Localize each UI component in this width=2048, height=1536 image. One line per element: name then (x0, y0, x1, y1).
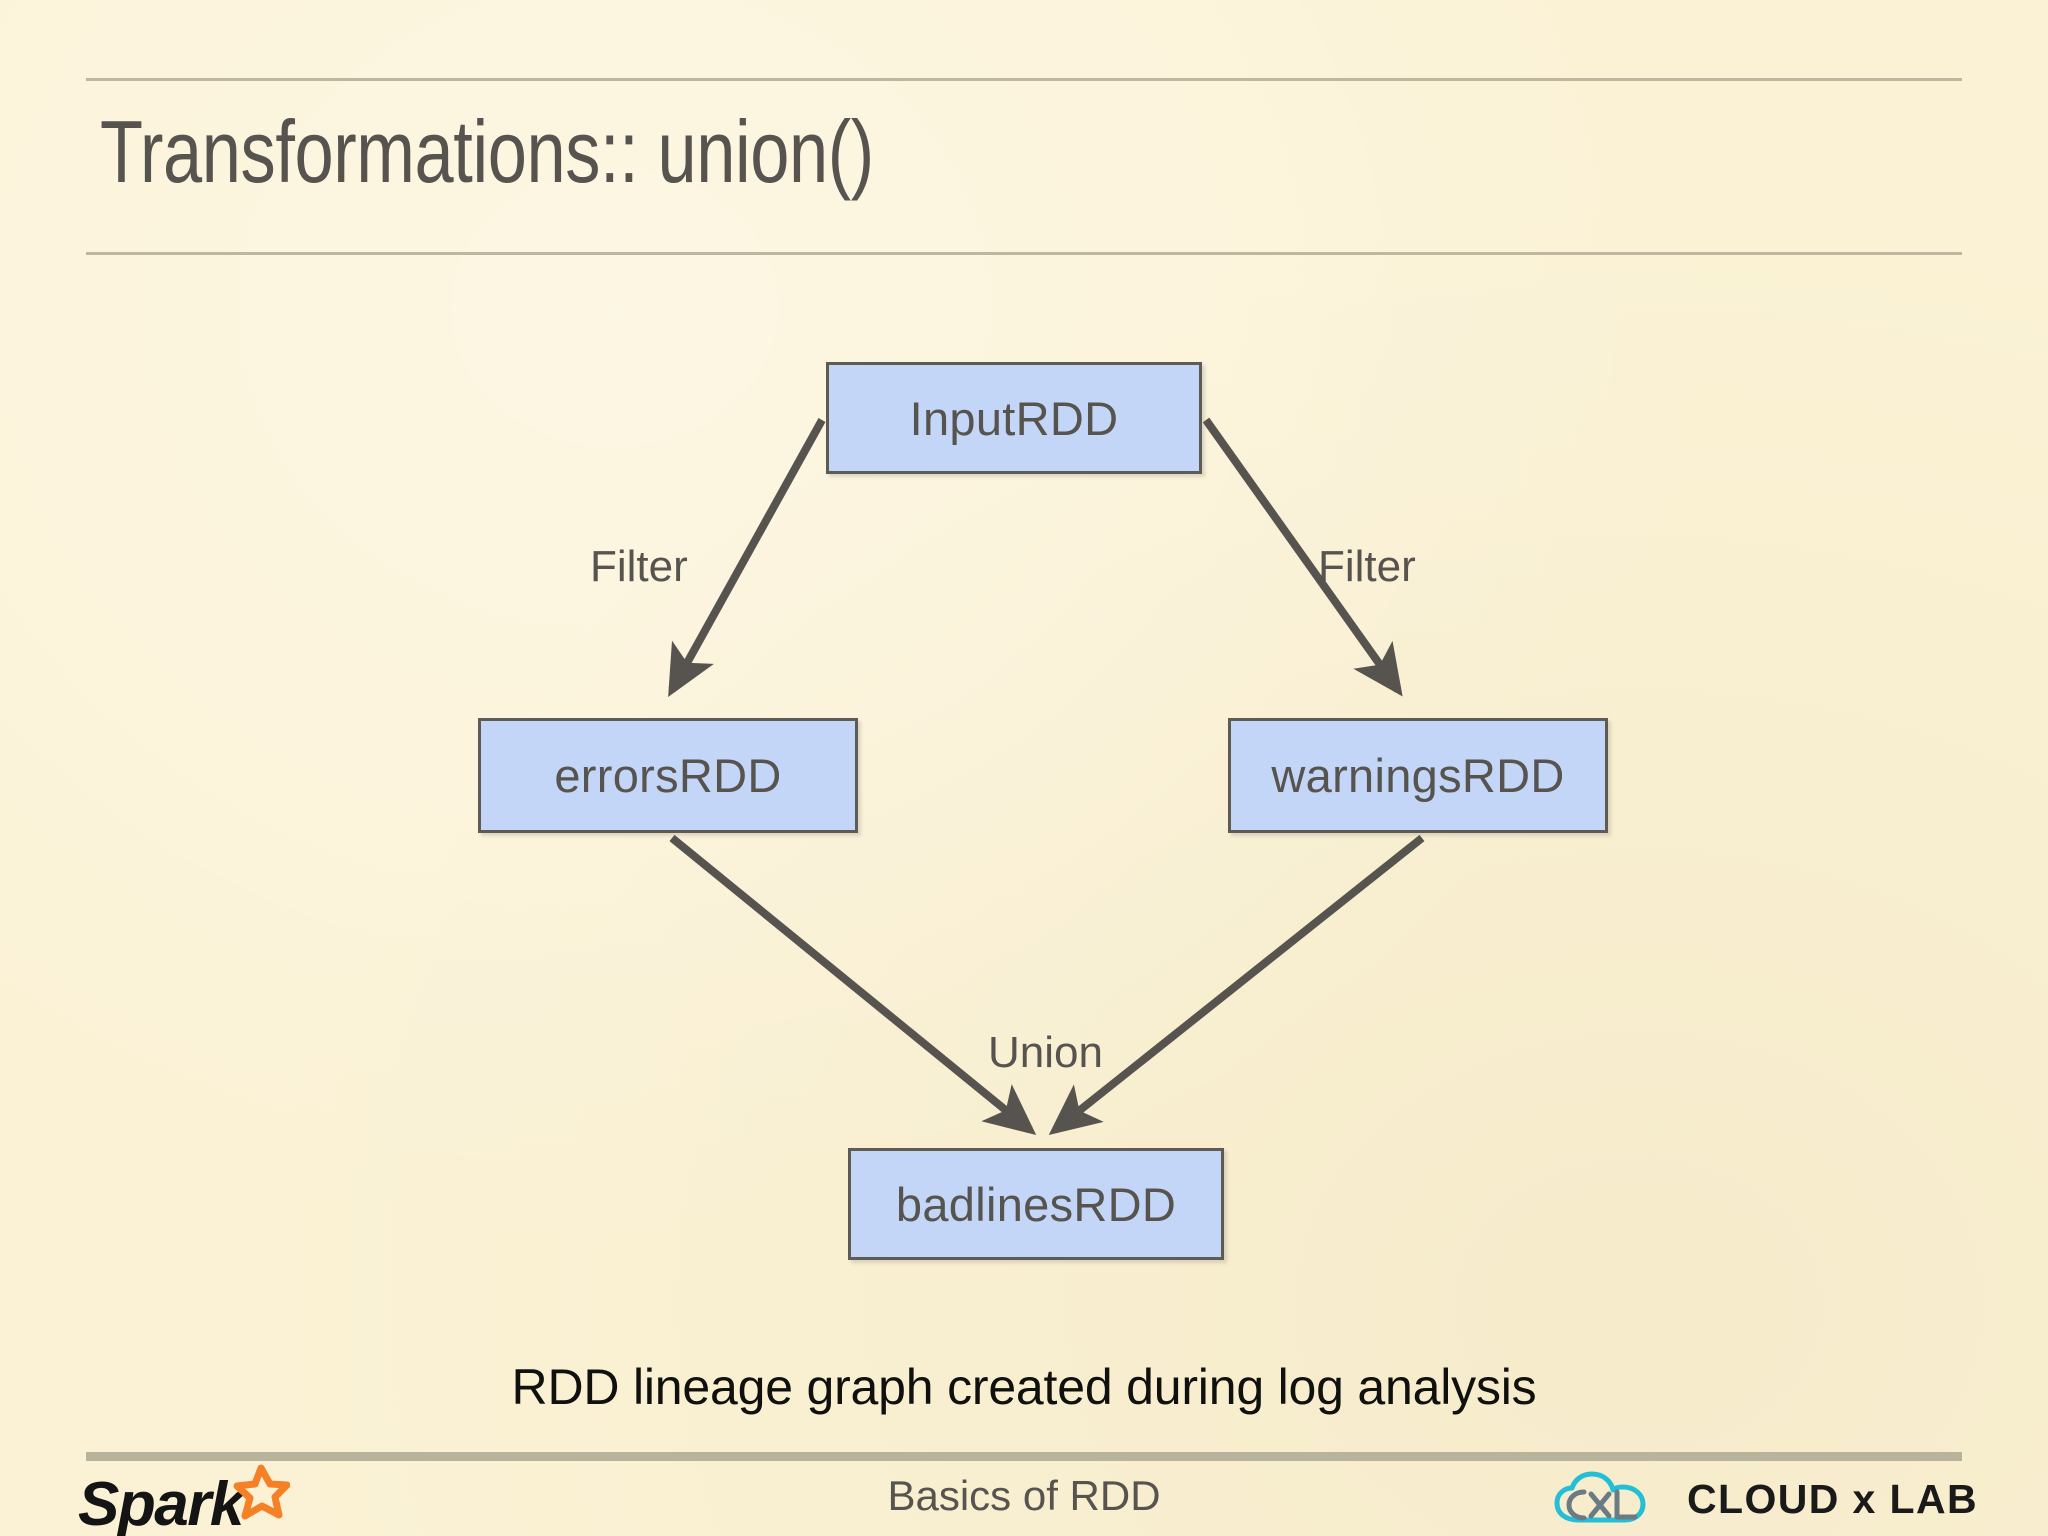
edge-label-filter-left: Filter (590, 542, 688, 591)
cloudxlab-wordmark: CLOUD x LAB (1686, 1475, 1978, 1522)
edge-errors-to-badlines (669, 834, 1037, 1136)
node-badlines-rdd[interactable]: badlinesRDD (848, 1148, 1224, 1260)
node-input-rdd-label: InputRDD (909, 391, 1119, 445)
edge-input-to-errors (668, 418, 826, 697)
diagram-caption: RDD lineage graph created during log ana… (511, 1359, 1537, 1415)
edge-input-to-warnings (1202, 417, 1403, 697)
page-title: Transformations:: union() (100, 102, 874, 201)
spark-logo: Spark (78, 1464, 338, 1536)
node-warnings-rdd[interactable]: warningsRDD (1228, 718, 1608, 833)
edge-label-union: Union (988, 1028, 1103, 1077)
footer-rule (86, 1452, 1962, 1461)
spark-wordmark: Spark (78, 1470, 244, 1536)
footer-section-title: Basics of RDD (887, 1472, 1161, 1519)
node-input-rdd[interactable]: InputRDD (826, 362, 1202, 474)
header-top-rule (86, 78, 1962, 81)
node-badlines-rdd-label: badlinesRDD (895, 1177, 1177, 1231)
header-bottom-rule (86, 252, 1962, 255)
edge-label-filter-right: Filter (1318, 542, 1416, 591)
cloudxlab-logo: CLOUD x LAB (1551, 1468, 1978, 1530)
node-warnings-rdd-label: warningsRDD (1271, 749, 1565, 802)
cloudxlab-cloud-icon (1554, 1471, 1646, 1523)
node-errors-rdd-label: errorsRDD (554, 749, 782, 802)
node-errors-rdd[interactable]: errorsRDD (478, 718, 858, 833)
spark-star-icon (233, 1464, 290, 1520)
edge-warnings-to-badlines (1048, 834, 1425, 1135)
